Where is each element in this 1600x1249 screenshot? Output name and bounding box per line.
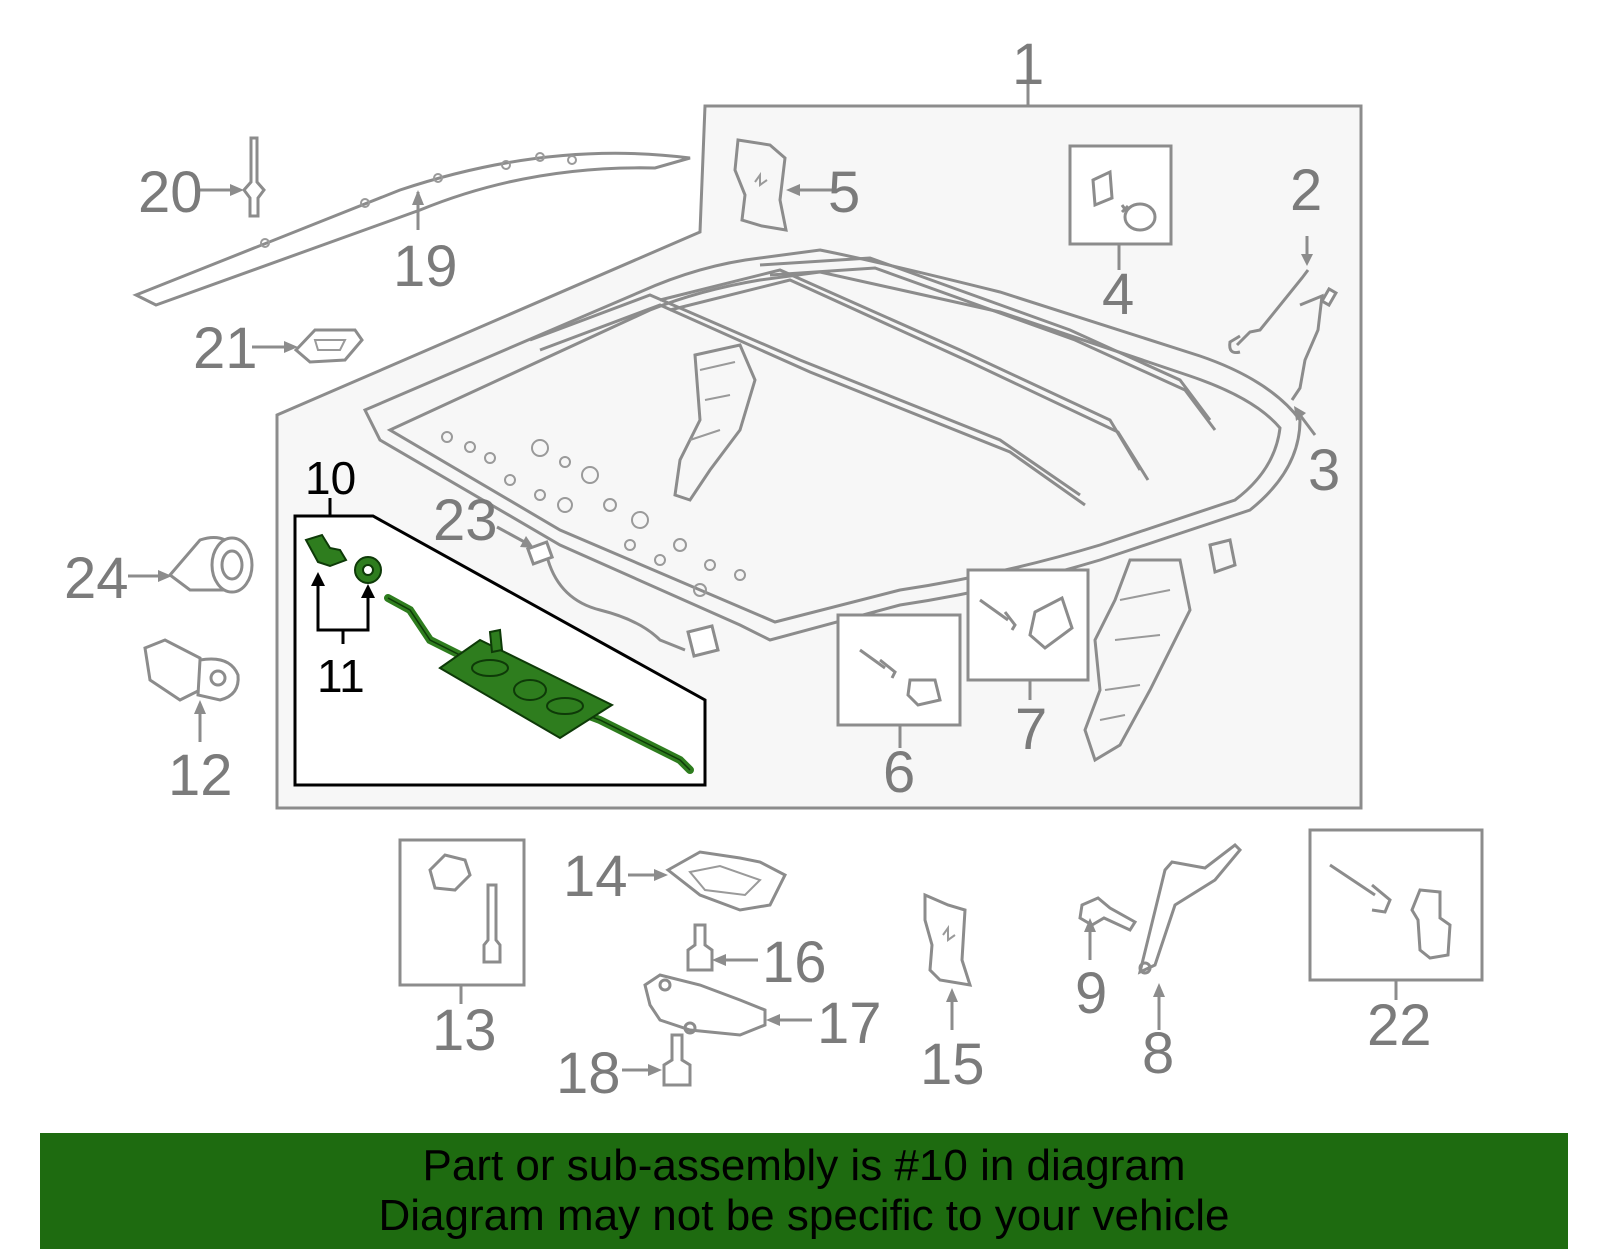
part-6-box	[836, 613, 962, 727]
bracket-icon	[643, 973, 767, 1037]
tape-roll-icon	[167, 536, 254, 594]
banner-line-2: Diagram may not be specific to your vehi…	[378, 1191, 1230, 1240]
callout-10: 10	[305, 452, 356, 504]
callout-11: 11	[317, 650, 365, 702]
banner-line-1: Part or sub-assembly is #10 in diagram	[422, 1141, 1186, 1190]
part-10-box	[293, 498, 707, 787]
part-13-box	[398, 838, 526, 987]
parts-diagram: 1 2 3 4 5 6 7 8 9 10 11 12 13 14 15 16 1…	[64, 32, 1484, 1106]
callout-20: 20	[138, 160, 203, 225]
callout-12: 12	[168, 743, 233, 808]
callout-14: 14	[563, 844, 628, 909]
callout-13: 13	[432, 998, 497, 1063]
bolt-16-icon	[686, 923, 714, 972]
hinge-plate-icon	[665, 850, 788, 912]
screw-icon	[1078, 896, 1138, 932]
callout-5: 5	[828, 160, 860, 225]
callout-3: 3	[1308, 438, 1340, 503]
callout-24: 24	[64, 546, 129, 611]
callout-17: 17	[817, 991, 882, 1056]
callout-15: 15	[920, 1032, 985, 1097]
clip-icon	[293, 328, 364, 364]
hinge-arm-icon	[1137, 843, 1243, 975]
weatherstrip-icon	[132, 151, 691, 307]
bolt-icon	[304, 533, 348, 568]
callout-22: 22	[1367, 993, 1432, 1058]
callout-8: 8	[1142, 1021, 1174, 1086]
bolt-18-icon	[662, 1033, 692, 1087]
callout-labels: 1 2 3 4 5 6 7 8 9 10 11 12 13 14 15 16 1…	[64, 32, 1432, 1106]
callout-2: 2	[1290, 158, 1322, 223]
callout-18: 18	[556, 1041, 621, 1106]
callout-1: 1	[1012, 32, 1044, 97]
info-banner: Part or sub-assembly is #10 in diagram D…	[40, 1133, 1568, 1249]
callout-7: 7	[1015, 697, 1047, 762]
connector-icon	[143, 638, 240, 702]
push-pin-icon	[242, 136, 266, 218]
callout-19: 19	[393, 234, 458, 299]
linkage-rods	[1228, 269, 1339, 401]
wire-harness-icon	[525, 540, 720, 658]
label-tag-icon	[733, 138, 788, 232]
callout-16: 16	[762, 930, 827, 995]
callout-4: 4	[1102, 262, 1134, 327]
callout-6: 6	[883, 740, 915, 805]
part-22-box	[1308, 828, 1484, 982]
callout-23: 23	[433, 488, 498, 553]
callout-21: 21	[193, 316, 258, 381]
part-4-box	[1068, 144, 1173, 246]
callout-9: 9	[1075, 961, 1107, 1026]
label-tag-15-icon	[923, 892, 973, 987]
